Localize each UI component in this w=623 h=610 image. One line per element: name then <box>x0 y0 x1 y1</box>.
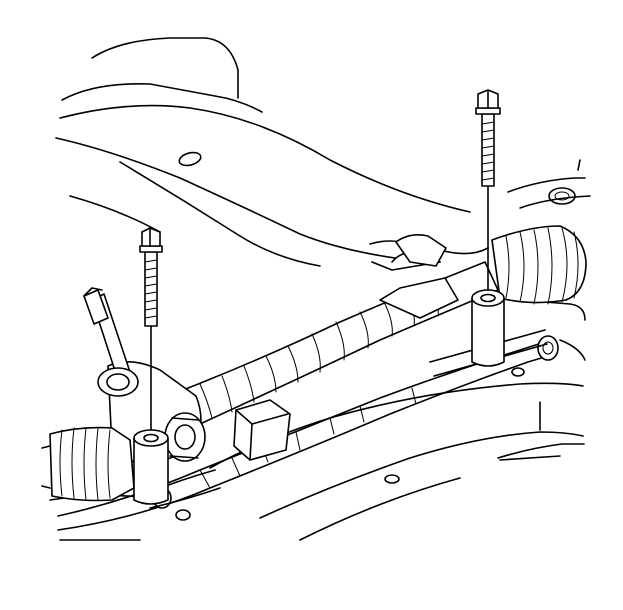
right-boot <box>491 225 587 305</box>
steering-gear-rack <box>83 234 499 465</box>
right-mount-bushing <box>471 289 505 367</box>
left-boot <box>41 426 135 502</box>
right-mount-bolt <box>475 89 501 291</box>
left-mount-bolt <box>139 227 163 431</box>
left-mount-bushing <box>133 429 169 505</box>
